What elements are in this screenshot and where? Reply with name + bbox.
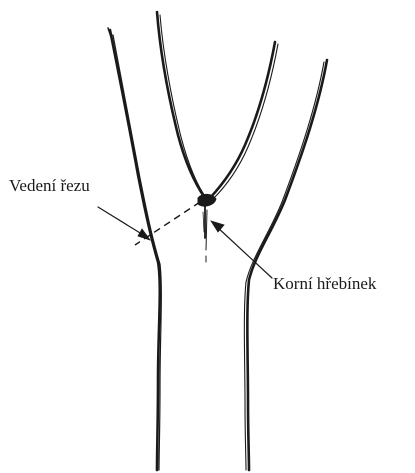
bark-ridge-mark <box>198 194 216 262</box>
bark-ridge-arrow <box>211 221 272 278</box>
trunk-right-outline <box>244 60 327 470</box>
cut-line-label: Vedení řezu <box>9 177 90 194</box>
central-stem-right-outline <box>210 42 278 199</box>
bark-ridge-label: Korní hřebínek <box>273 275 376 292</box>
trunk-left-outline <box>108 28 161 470</box>
cut-line-arrow <box>98 207 150 240</box>
central-stem-left-outline <box>157 12 207 199</box>
